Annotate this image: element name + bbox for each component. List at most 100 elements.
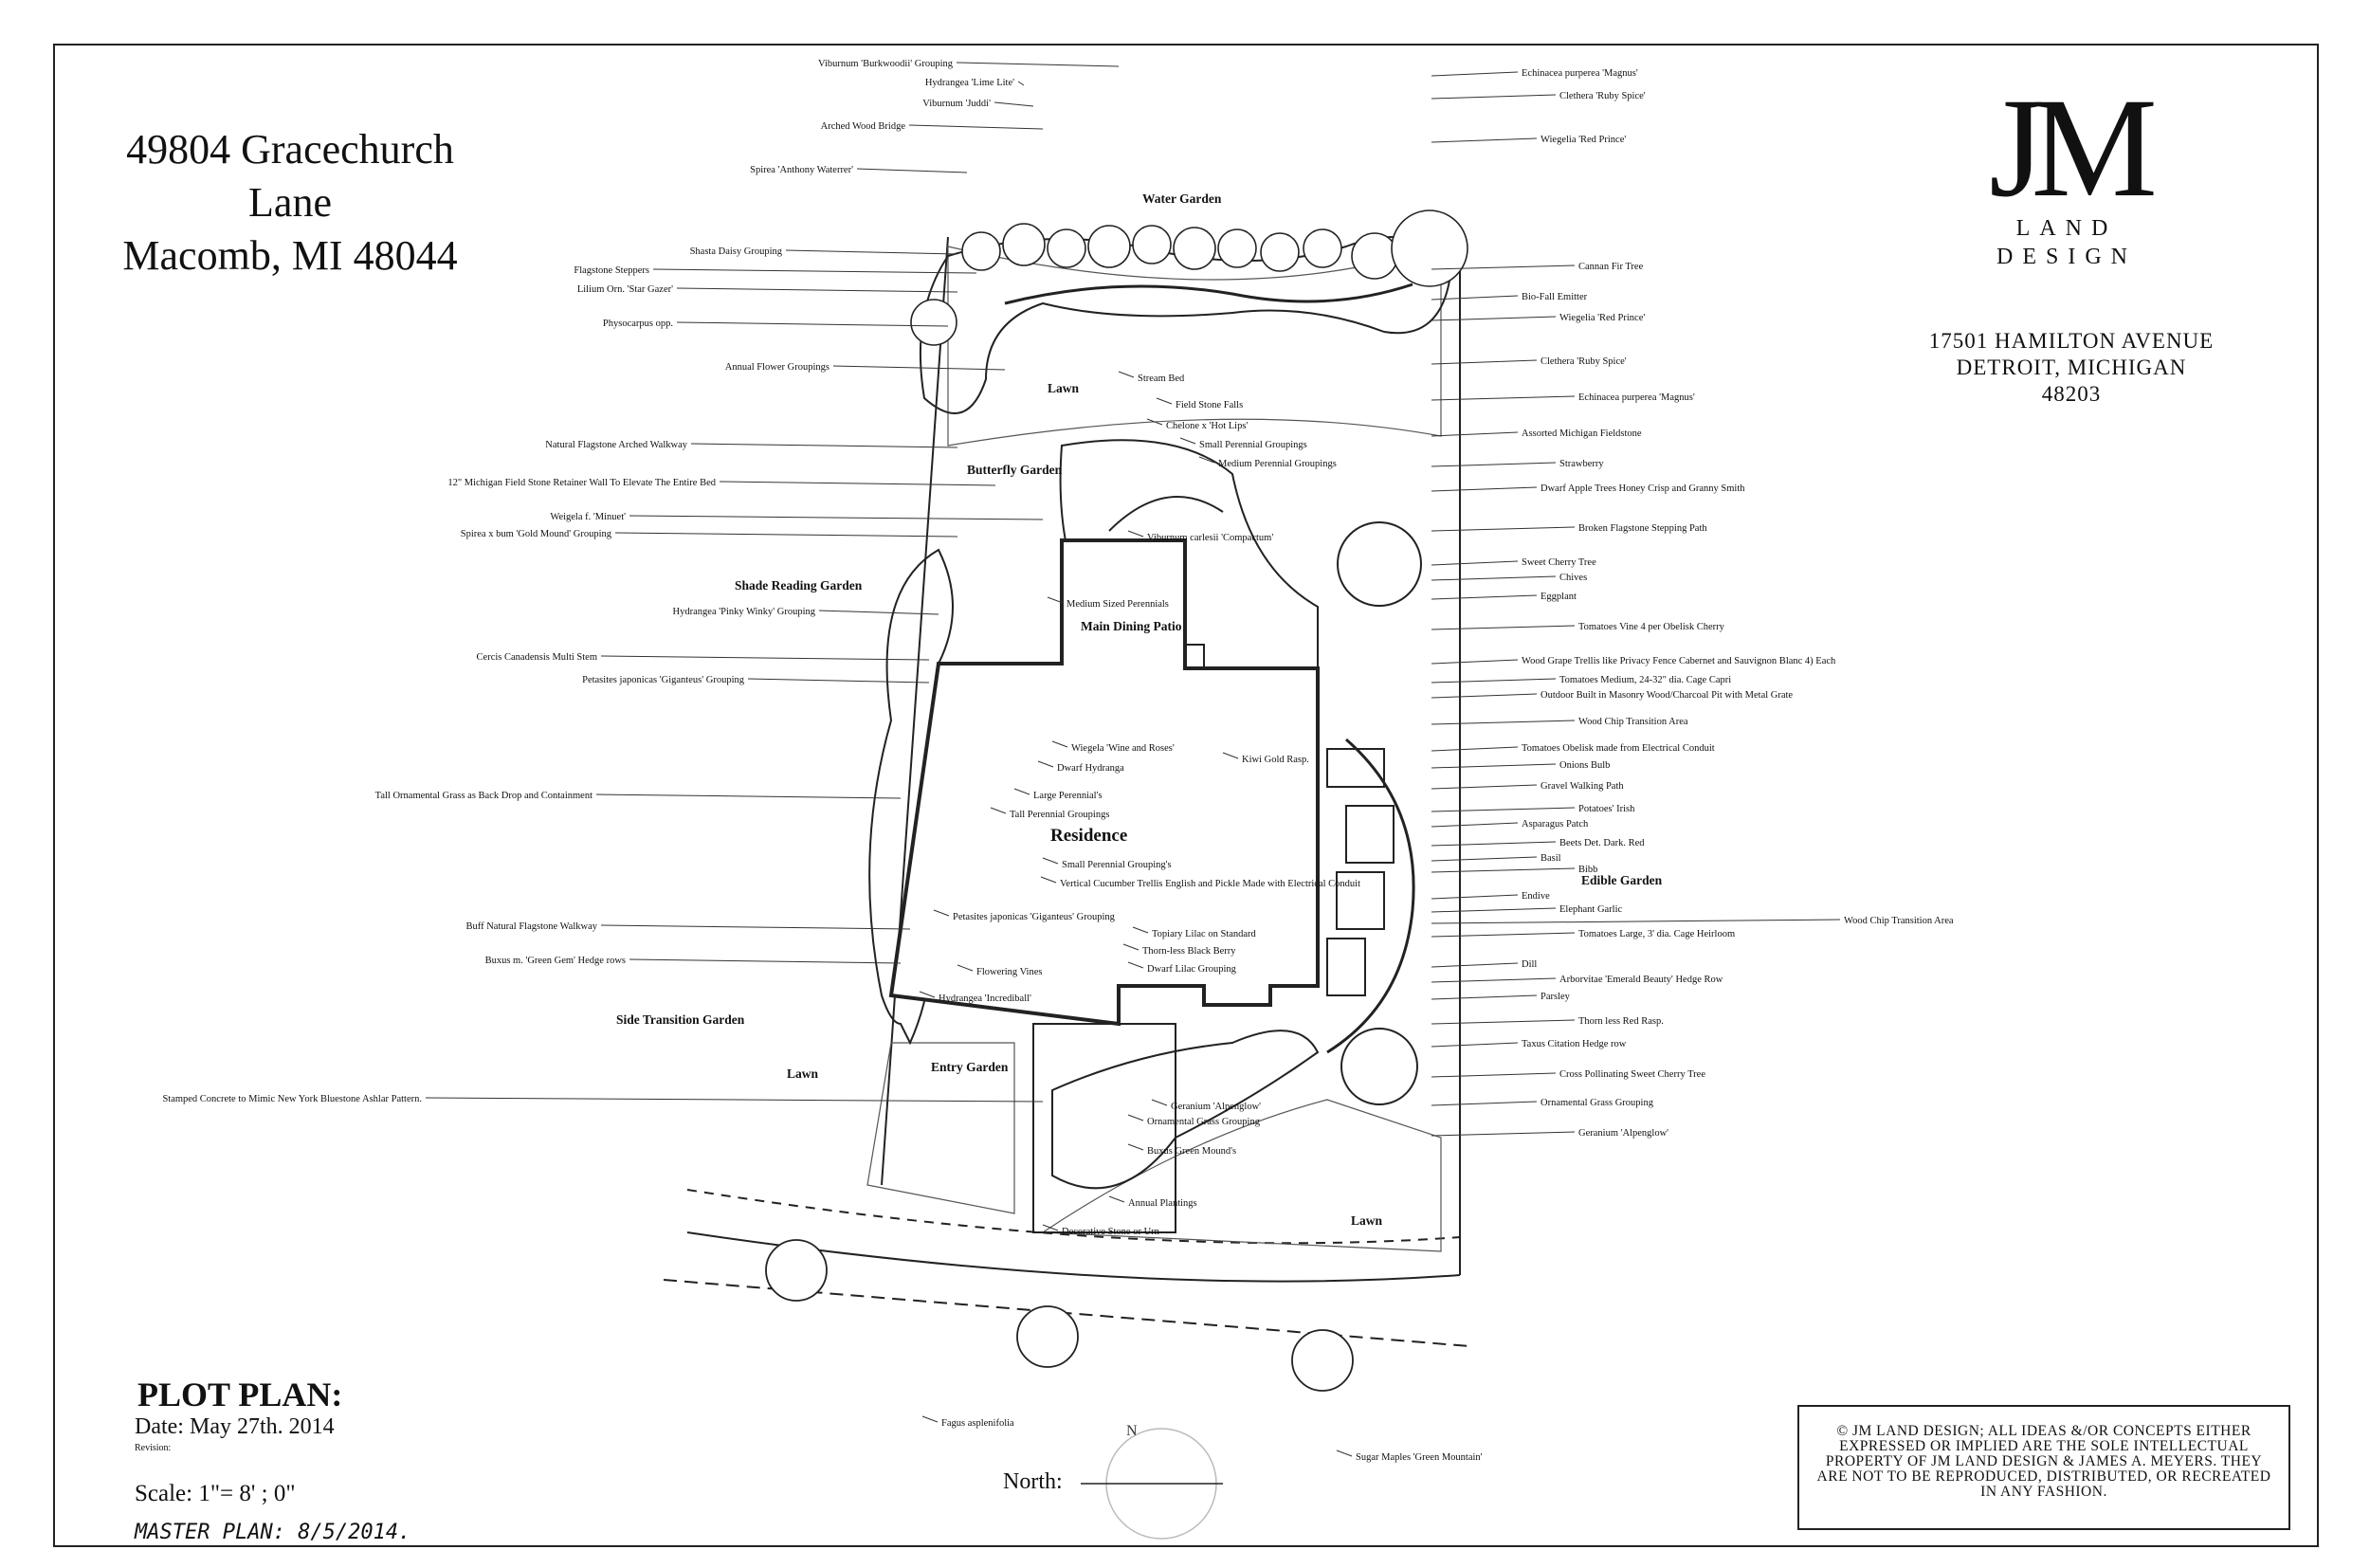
- callout-label: Parsley: [1540, 992, 1571, 1002]
- callout-leader-line: [1431, 962, 1519, 968]
- shrub-circle: [1217, 228, 1257, 268]
- callout-leader-line: [425, 1097, 1044, 1103]
- address-line-1: 49804 Gracechurch Lane: [126, 126, 454, 226]
- stream-bed: [1004, 283, 1413, 305]
- callout-label: Dwarf Apple Trees Honey Crisp and Granny…: [1540, 483, 1745, 494]
- label-main-dining-patio: Main Dining Patio: [1081, 619, 1182, 633]
- callout-leader-line: [1431, 431, 1519, 437]
- callout-label: Tomatoes Medium, 24-32" dia. Cage Capri: [1559, 675, 1731, 685]
- callout-leader-line: [1132, 926, 1149, 934]
- callout-leader-line: [921, 1415, 939, 1423]
- callout-leader-line: [1431, 807, 1576, 812]
- plot-plan-title: PLOT PLAN:: [137, 1376, 343, 1413]
- callout-leader-line: [1040, 876, 1057, 884]
- callout-leader-line: [1431, 316, 1557, 321]
- patio-edge: [1108, 496, 1224, 532]
- callout-leader-line: [1431, 784, 1538, 790]
- callout-label: Cross Pollinating Sweet Cherry Tree: [1559, 1069, 1705, 1080]
- callout-label: Thorn-less Black Berry: [1142, 946, 1236, 957]
- callout-leader-line: [933, 909, 950, 917]
- callout-label: Assorted Michigan Fieldstone: [1522, 428, 1642, 439]
- callout-label: Gravel Walking Path: [1540, 781, 1624, 792]
- cannan-fir-tree: [1391, 210, 1468, 287]
- edible-bed: [1326, 938, 1366, 996]
- callout-leader-line: [1051, 740, 1068, 748]
- residence: [888, 538, 1320, 1027]
- callout-leader-line: [595, 793, 902, 799]
- callout-leader-line: [1127, 1114, 1144, 1121]
- callout-label: Clethera 'Ruby Spice': [1540, 356, 1627, 367]
- callout-label: Fagus asplenifolia: [941, 1418, 1014, 1429]
- callout-label: Buxus Green Mound's: [1147, 1146, 1236, 1157]
- callout-leader-line: [629, 958, 902, 964]
- callout-label: Ornamental Grass Grouping: [1540, 1098, 1654, 1108]
- shrub-circle: [1173, 227, 1216, 270]
- copyright-notice: © JM LAND DESIGN; ALL IDEAS &/OR CONCEPT…: [1797, 1405, 2290, 1530]
- callout-label: Flowering Vines: [976, 967, 1042, 977]
- callout-label: Petasites japonicas 'Giganteus' Grouping: [953, 912, 1116, 922]
- cross-pollinating-cherry-tree: [1340, 1028, 1418, 1105]
- callout-label: Physocarpus opp.: [603, 319, 673, 329]
- callout-leader-line: [1047, 596, 1064, 604]
- svg-text:N: N: [1126, 1423, 1138, 1439]
- callout-leader-line: [1122, 943, 1139, 951]
- callout-leader-line: [1431, 526, 1576, 532]
- callout-label: Buxus m. 'Green Gem' Hedge rows: [485, 956, 626, 966]
- jm-land-design-logo: JM LAND DESIGN: [1953, 69, 2180, 271]
- north-label: North:: [1003, 1469, 1063, 1494]
- firm-address-line-1: 17501 HAMILTON AVENUE: [1928, 329, 2215, 353]
- callout-leader-line: [1431, 625, 1576, 630]
- callout-leader-line: [1431, 919, 1841, 924]
- callout-leader-line: [1431, 94, 1557, 100]
- logo-mark: JM: [1989, 69, 2158, 227]
- lawn-left-area: [866, 1042, 1015, 1214]
- callout-label: Spirea 'Anthony Waterrer': [750, 165, 853, 175]
- callout-label: Bio-Fall Emitter: [1522, 292, 1588, 302]
- callout-label: Tomatoes Obelisk made from Electrical Co…: [1522, 743, 1715, 754]
- sugar-maple-tree: [1291, 1329, 1354, 1392]
- callout-label: Asparagus Patch: [1522, 819, 1589, 830]
- callout-leader-line: [957, 964, 974, 972]
- shrub-circle: [1047, 228, 1086, 268]
- callout-label: Sweet Cherry Tree: [1522, 557, 1596, 568]
- shrub-circle: [1087, 225, 1131, 268]
- address-line-2: Macomb, MI 48044: [122, 232, 458, 279]
- callout-label: Field Stone Falls: [1176, 400, 1243, 410]
- callout-label: Topiary Lilac on Standard: [1152, 929, 1257, 939]
- fagus-tree: [1016, 1305, 1079, 1368]
- callout-leader-line: [956, 62, 1120, 67]
- firm-address-line-2: DETROIT, MICHIGAN 48203: [1956, 356, 2187, 406]
- callout-leader-line: [1431, 932, 1576, 938]
- label-side-transition-garden: Side Transition Garden: [616, 1012, 745, 1027]
- callout-leader-line: [1151, 1099, 1168, 1106]
- label-entry-garden: Entry Garden: [931, 1060, 1009, 1074]
- water-garden-shrubs: [910, 210, 1468, 346]
- edible-bed: [1336, 871, 1385, 930]
- callout-label: Weigela f. 'Minuet': [550, 512, 626, 522]
- firm-address: 17501 HAMILTON AVENUE DETROIT, MICHIGAN …: [1924, 328, 2218, 408]
- callout-label: Stream Bed: [1138, 374, 1185, 384]
- callout-leader-line: [994, 101, 1034, 107]
- label-edible-garden: Edible Garden: [1581, 873, 1663, 887]
- callout-label: Taxus Citation Hedge row: [1522, 1039, 1627, 1049]
- callout-leader-line: [990, 807, 1007, 814]
- entry-bed: [1051, 1030, 1320, 1190]
- callout-label: Stamped Concrete to Mimic New York Blues…: [162, 1094, 422, 1104]
- callout-label: Strawberry: [1559, 459, 1604, 469]
- callout-label: Annual Flower Groupings: [725, 362, 830, 373]
- callout-label: Natural Flagstone Arched Walkway: [545, 440, 687, 450]
- lawn-top-area: [947, 246, 1442, 447]
- callout-leader-line: [1431, 867, 1576, 873]
- shrub-circle: [1132, 225, 1172, 264]
- label-shade-reading-garden: Shade Reading Garden: [735, 578, 863, 593]
- callout-label: Hydrangea 'Incrediball': [939, 994, 1031, 1004]
- callout-leader-line: [919, 991, 936, 998]
- callout-label: Medium Perennial Groupings: [1218, 459, 1337, 469]
- sweet-cherry-tree: [1337, 521, 1422, 607]
- callout-leader-line: [1431, 137, 1538, 143]
- plot-master-plan-date: MASTER PLAN: 8/5/2014.: [135, 1521, 411, 1544]
- callout-leader-line: [1013, 788, 1030, 795]
- callout-leader-line: [785, 249, 958, 255]
- plot-revision: Revision:: [135, 1443, 172, 1453]
- callout-label: Ornamental Grass Grouping: [1147, 1117, 1261, 1127]
